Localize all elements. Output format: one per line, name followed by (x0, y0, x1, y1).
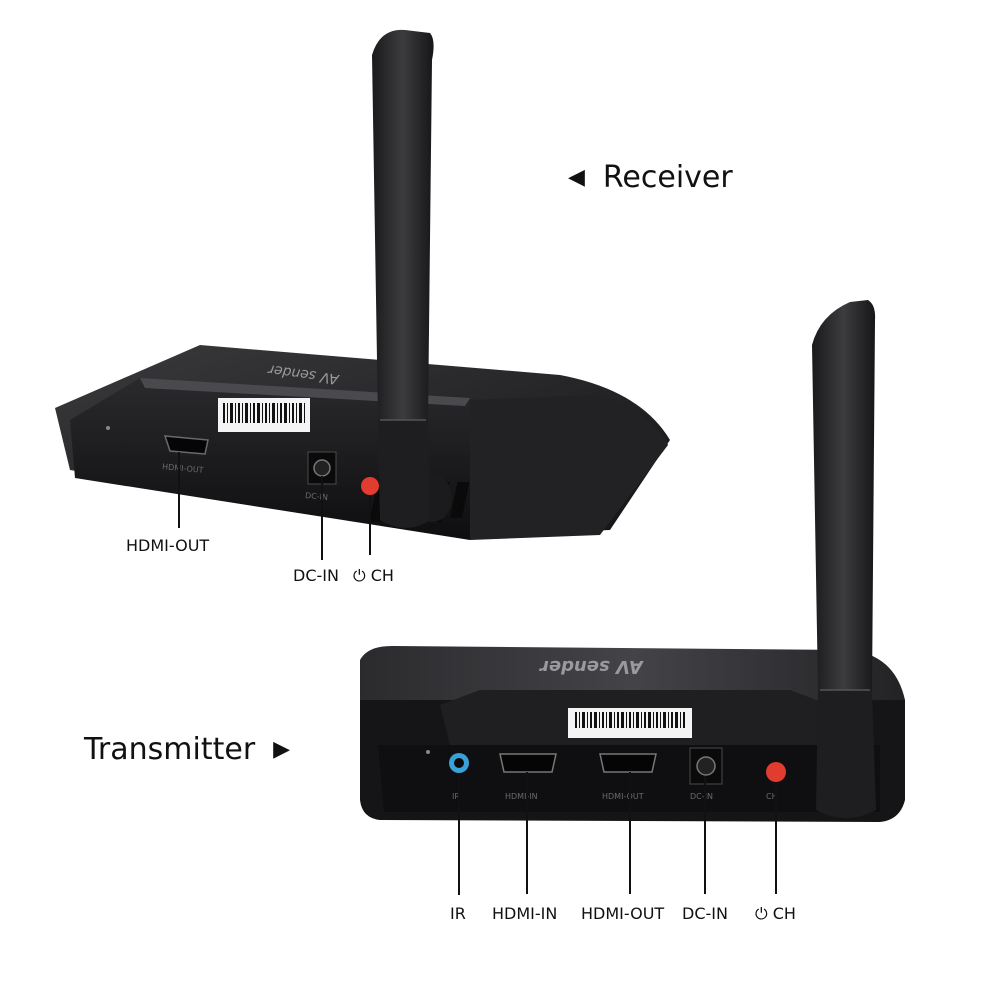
receiver-hdmi-out-callout: HDMI-OUT (126, 536, 210, 555)
receiver-hdmi-out-port (163, 435, 209, 455)
transmitter-dc-in-callout: DC-IN (682, 904, 728, 923)
transmitter-hdmi-in-leader (526, 772, 528, 894)
receiver-antenna (372, 29, 434, 421)
receiver-ch-leader (369, 495, 371, 555)
power-icon: ⏻ (353, 566, 366, 585)
receiver-ch-button (361, 477, 379, 495)
receiver-ch-callout-text: CH (370, 566, 394, 585)
transmitter-panel-label-dc-in: DC-IN (690, 792, 713, 801)
receiver-dc-in-callout: DC-IN (293, 566, 339, 585)
receiver-dc-in-leader (321, 476, 323, 560)
transmitter-ch-callout: ⏻ CH (755, 904, 796, 924)
transmitter-ir-callout: IR (450, 904, 466, 923)
transmitter-ch-button (766, 762, 786, 782)
transmitter-panel-label-hdmi-in: HDMI-IN (505, 792, 538, 801)
transmitter-title: Transmitter ▶ (84, 732, 290, 767)
right-triangle-icon: ▶ (273, 737, 291, 762)
power-icon: ⏻ (755, 904, 768, 923)
left-triangle-icon: ◀ (568, 165, 585, 190)
receiver-hdmi-out-leader (178, 452, 180, 528)
transmitter-panel-label-ir: IR (452, 792, 460, 801)
receiver-title: ◀ Receiver (568, 160, 733, 195)
transmitter-brand-logo: AV sender (540, 656, 643, 677)
transmitter-antenna (812, 300, 876, 690)
receiver-panel-label-dc-in: DC-IN (304, 491, 329, 502)
transmitter-hdmi-out-port (599, 753, 657, 773)
transmitter-hdmi-out-leader (629, 772, 631, 894)
transmitter-ch-callout-text: CH (772, 904, 796, 923)
receiver-title-text: Receiver (602, 160, 733, 195)
receiver-ch-callout: ⏻ CH (353, 566, 394, 586)
transmitter-panel-label-ch: CH (766, 792, 778, 801)
transmitter-dc-in-leader (704, 776, 706, 894)
transmitter-ir-leader (458, 775, 460, 895)
transmitter-title-text: Transmitter (84, 732, 256, 767)
transmitter-hdmi-in-port (499, 753, 557, 773)
transmitter-hdmi-in-callout: HDMI-IN (492, 904, 558, 923)
receiver-barcode (218, 398, 310, 432)
transmitter-panel-label-hdmi-out: HDMI-OUT (602, 792, 644, 801)
transmitter-ch-leader (775, 782, 777, 894)
transmitter-hdmi-out-callout: HDMI-OUT (581, 904, 665, 923)
